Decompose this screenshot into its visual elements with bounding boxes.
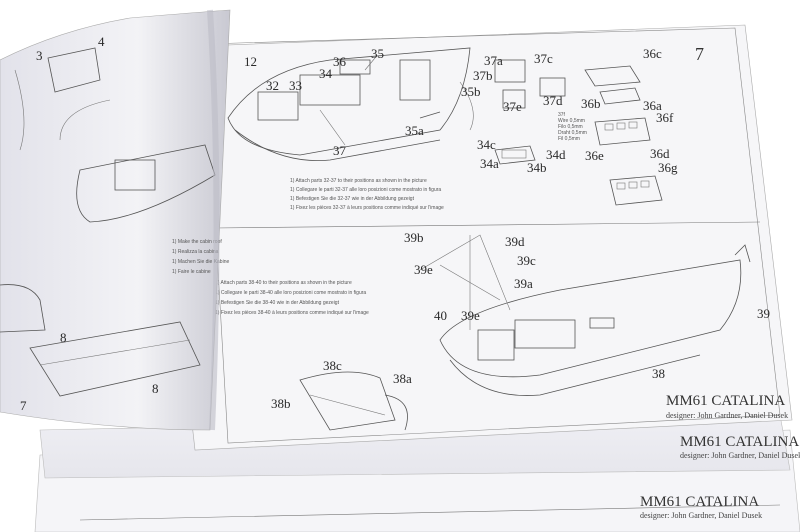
svg-text:34d: 34d <box>546 147 566 162</box>
svg-text:34c: 34c <box>477 137 496 152</box>
parts-cluster <box>419 59 663 206</box>
left-curled-page: 3 4 8 8 7 1) Make the cabin roof 1) Real… <box>0 9 231 431</box>
part-38-drawing <box>299 371 408 431</box>
svg-text:1) Befestigen Sie die 32-37 wi: 1) Befestigen Sie die 32-37 wie in der A… <box>290 196 415 202</box>
section-divider <box>214 221 761 229</box>
svg-text:35: 35 <box>371 46 384 61</box>
svg-text:1) Realizza la cabina: 1) Realizza la cabina <box>172 249 219 255</box>
main-sheet-designer: designer: John Gardner, Daniel Dusek <box>666 411 788 420</box>
page-number: 7 <box>695 44 704 64</box>
svg-text:39a: 39a <box>514 276 533 291</box>
main-sheet: 7 <box>149 24 793 451</box>
svg-text:3: 3 <box>36 48 43 63</box>
svg-text:37e: 37e <box>503 99 522 114</box>
svg-text:36g: 36g <box>658 160 678 175</box>
sheet3-designer: designer: John Gardner, Daniel Dusek <box>640 511 762 520</box>
svg-text:36a: 36a <box>643 98 662 113</box>
svg-text:1) Collegare le parti 38-40 al: 1) Collegare le parti 38-40 alle loro po… <box>215 290 366 296</box>
svg-text:4: 4 <box>98 34 105 49</box>
svg-text:39c: 39c <box>517 253 536 268</box>
svg-text:35a: 35a <box>405 123 424 138</box>
svg-text:37d: 37d <box>543 93 563 108</box>
svg-text:12: 12 <box>244 54 257 69</box>
bottom-boat-drawing <box>419 234 751 396</box>
svg-text:39e: 39e <box>414 262 433 277</box>
svg-text:37c: 37c <box>534 51 553 66</box>
svg-text:1) Attach parts 38-40 to their: 1) Attach parts 38-40 to their positions… <box>215 280 352 286</box>
svg-text:37: 37 <box>333 143 347 158</box>
svg-text:34b: 34b <box>527 160 547 175</box>
svg-text:1) Machen Sie die Kabine: 1) Machen Sie die Kabine <box>172 259 229 265</box>
svg-text:39d: 39d <box>505 234 525 249</box>
svg-text:1) Make the cabin roof: 1) Make the cabin roof <box>172 239 222 245</box>
svg-text:1) Befestigen Sie die 38-40 wi: 1) Befestigen Sie die 38-40 wie in der A… <box>215 300 340 306</box>
svg-text:37f: 37f <box>558 112 566 118</box>
svg-text:37b: 37b <box>473 68 493 83</box>
svg-text:39: 39 <box>757 306 770 321</box>
svg-text:39b: 39b <box>404 230 424 245</box>
svg-text:32: 32 <box>266 78 279 93</box>
svg-text:8: 8 <box>152 381 159 396</box>
svg-text:36e: 36e <box>585 148 604 163</box>
sheet2-title: MM61 CATALINA <box>680 434 799 450</box>
svg-text:37a: 37a <box>484 53 503 68</box>
svg-text:38a: 38a <box>393 371 412 386</box>
main-sheet-part-labels: 12 32 33 34 36 35 37 35b 35a 37a 37b 37c… <box>244 46 770 411</box>
bottom-instructions: 1) Attach parts 38-40 to their positions… <box>215 280 369 316</box>
svg-text:7: 7 <box>20 398 27 413</box>
svg-text:35b: 35b <box>461 84 481 99</box>
svg-text:40: 40 <box>434 308 447 323</box>
svg-text:1) Fixez les pièces 38-40 à le: 1) Fixez les pièces 38-40 à leurs positi… <box>215 310 369 316</box>
svg-text:1) Attach parts 32-37 to their: 1) Attach parts 32-37 to their positions… <box>290 178 427 184</box>
svg-text:Filo 0,5mm: Filo 0,5mm <box>558 124 583 130</box>
svg-text:Fil 0,5mm: Fil 0,5mm <box>558 136 580 142</box>
top-instructions: 1) Attach parts 32-37 to their positions… <box>290 178 444 211</box>
svg-text:1) Fixez les pièces 32-37 à le: 1) Fixez les pièces 32-37 à leurs positi… <box>290 205 444 211</box>
svg-text:Wire 0,5mm: Wire 0,5mm <box>558 118 585 124</box>
svg-text:33: 33 <box>289 78 302 93</box>
sheet2-designer: designer: John Gardner, Daniel Dusek <box>680 451 800 460</box>
wire-note: 37f Wire 0,5mm Filo 0,5mm Draht 0,5mm Fi… <box>558 112 587 142</box>
svg-text:34: 34 <box>319 66 333 81</box>
svg-text:36c: 36c <box>643 46 662 61</box>
svg-text:8: 8 <box>60 330 67 345</box>
svg-text:1) Faire le cabine: 1) Faire le cabine <box>172 269 211 275</box>
main-sheet-title: MM61 CATALINA <box>666 393 785 409</box>
svg-text:Draht 0,5mm: Draht 0,5mm <box>558 130 587 136</box>
svg-text:38: 38 <box>652 366 665 381</box>
svg-text:1) Collegare le parti 32-37 al: 1) Collegare le parti 32-37 alle loro po… <box>290 187 441 193</box>
svg-text:36b: 36b <box>581 96 601 111</box>
svg-text:36: 36 <box>333 54 347 69</box>
svg-text:34a: 34a <box>480 156 499 171</box>
svg-text:38b: 38b <box>271 396 291 411</box>
svg-text:36d: 36d <box>650 146 670 161</box>
svg-text:36f: 36f <box>656 110 674 125</box>
svg-text:38c: 38c <box>323 358 342 373</box>
svg-text:39e: 39e <box>461 308 480 323</box>
